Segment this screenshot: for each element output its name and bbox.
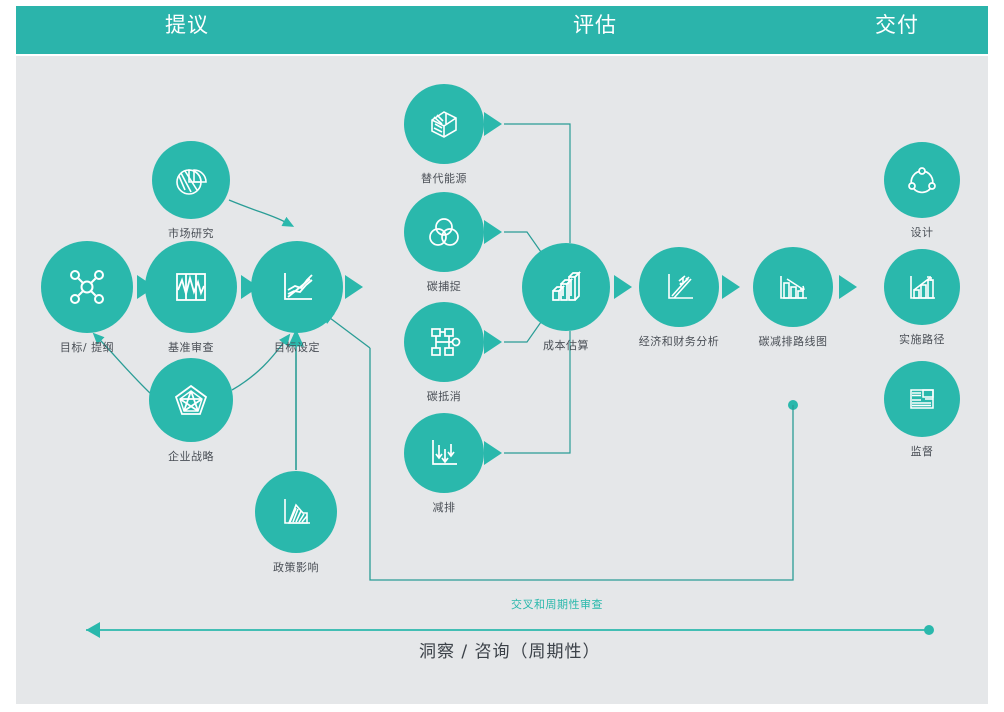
energy-block-icon <box>424 104 464 144</box>
bar-decline-icon <box>773 267 813 307</box>
node-disc <box>149 358 233 442</box>
pie-chart-icon <box>172 161 210 199</box>
node-carbon-offset[interactable]: 碳抵消 <box>404 302 484 403</box>
node-corporate-strategy[interactable]: 企业战略 <box>149 358 233 463</box>
node-emission-reduce[interactable]: 减排 <box>404 413 484 514</box>
node-caption: 实施路径 <box>899 333 945 346</box>
node-caption: 替代能源 <box>421 172 467 185</box>
node-disc <box>152 141 230 219</box>
node-caption: 目标设定 <box>274 341 320 354</box>
document-lines-icon <box>903 380 941 418</box>
node-disc <box>639 247 719 327</box>
node-disc <box>404 413 484 493</box>
line-chart-axes-icon <box>276 266 318 308</box>
node-target-setting[interactable]: 目标设定 <box>251 241 343 354</box>
node-caption: 基准审查 <box>168 341 214 354</box>
node-market-research[interactable]: 市场研究 <box>152 141 230 240</box>
phase-label-proposal: 提议 <box>165 13 209 37</box>
node-cost-estimate[interactable]: 成本估算 <box>522 243 610 352</box>
node-disc <box>753 247 833 327</box>
node-disc <box>404 302 484 382</box>
bar-growth-3d-icon <box>544 265 588 309</box>
cyclical-review-label: 交叉和周期性审查 <box>511 598 603 611</box>
scatter-trend-icon <box>659 267 699 307</box>
insight-consulting-label: 洞察 / 咨询（周期性） <box>419 642 601 662</box>
node-carbon-capture[interactable]: 碳捕捉 <box>404 192 484 293</box>
area-hatched-icon <box>276 492 316 532</box>
node-tree-icon <box>424 322 464 362</box>
arrows-down-chart-icon <box>424 433 464 473</box>
node-caption: 目标/ 提纲 <box>59 341 115 354</box>
node-caption: 企业战略 <box>168 450 214 463</box>
node-econ-finance[interactable]: 经济和财务分析 <box>639 247 719 348</box>
node-disc <box>41 241 133 333</box>
phase-label-delivery: 交付 <box>875 13 919 37</box>
phase-header-bar <box>16 6 988 54</box>
node-disc <box>884 142 960 218</box>
node-caption: 政策影响 <box>273 561 319 574</box>
node-caption: 监督 <box>910 445 934 458</box>
node-roadmap[interactable]: 碳减排路线图 <box>753 247 833 348</box>
node-disc <box>522 243 610 331</box>
node-disc <box>404 84 484 164</box>
node-disc <box>884 249 960 325</box>
pentagon-star-icon <box>171 380 211 420</box>
node-caption: 经济和财务分析 <box>638 335 720 348</box>
node-disc <box>884 361 960 437</box>
node-caption: 成本估算 <box>543 339 589 352</box>
node-caption: 碳抵消 <box>426 390 462 403</box>
network-nodes-icon <box>66 266 108 308</box>
node-caption: 碳减排路线图 <box>758 335 828 348</box>
node-baseline-review[interactable]: 基准审查 <box>145 241 237 354</box>
waveform-chart-icon <box>170 266 212 308</box>
node-disc <box>251 241 343 333</box>
phase-label-assessment: 评估 <box>573 13 617 37</box>
node-caption: 设计 <box>910 226 934 239</box>
bar-arrow-up-icon <box>903 268 941 306</box>
venn-circles-icon <box>424 212 464 252</box>
node-disc <box>145 241 237 333</box>
node-disc <box>255 471 337 553</box>
node-alt-energy[interactable]: 替代能源 <box>404 84 484 185</box>
triangle-nodes-icon <box>903 161 941 199</box>
node-caption: 减排 <box>432 501 456 514</box>
node-supervision[interactable]: 监督 <box>884 361 960 458</box>
node-implementation[interactable]: 实施路径 <box>884 249 960 346</box>
node-caption: 市场研究 <box>168 227 214 240</box>
node-objectives[interactable]: 目标/ 提纲 <box>41 241 133 354</box>
node-caption: 碳捕捉 <box>426 280 462 293</box>
node-disc <box>404 192 484 272</box>
node-policy-impact[interactable]: 政策影响 <box>255 471 337 574</box>
node-design[interactable]: 设计 <box>884 142 960 239</box>
